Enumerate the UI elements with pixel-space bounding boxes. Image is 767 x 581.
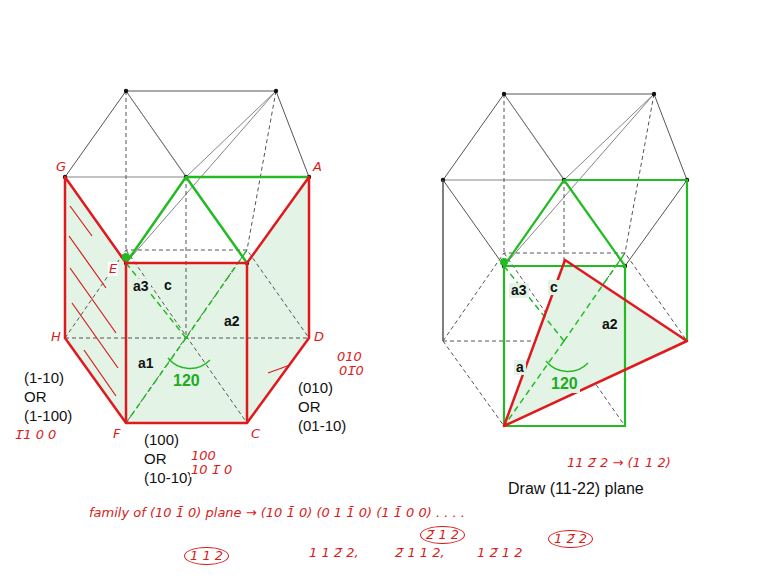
drawing-part	[443, 341, 504, 426]
handwritten-note: 1 1 2̄ 2,	[308, 546, 360, 560]
plane-label: OR	[298, 399, 321, 416]
handwritten-note: 10 1̄ 0	[190, 463, 233, 477]
handwritten-note: 010	[336, 350, 363, 364]
drawing-part	[504, 260, 687, 426]
drawing-part	[504, 260, 687, 426]
plane-label: (10-10)	[144, 470, 192, 487]
drawing-part	[441, 92, 689, 426]
circled-note: 1 2̄ 2	[548, 530, 593, 548]
plane-label: OR	[144, 451, 167, 468]
handwritten-note: 2̄ 1 1 2,	[394, 546, 446, 560]
drawing-part	[65, 177, 309, 423]
drawing-part	[126, 177, 309, 263]
handwritten-note: D	[313, 330, 325, 344]
handwritten-note: 1̄1 0 0	[14, 428, 57, 442]
drawing-part	[504, 180, 687, 426]
axis-label: a3	[509, 283, 529, 298]
plane-label: (01-10)	[298, 418, 346, 435]
drawing-part	[500, 258, 508, 266]
drawing-part	[126, 263, 247, 423]
handwritten-note: E	[108, 262, 118, 276]
drawing-part	[65, 177, 126, 423]
axis-label: a	[514, 360, 526, 375]
plane-label: OR	[24, 389, 47, 406]
drawing-part	[63, 89, 311, 423]
plane-label: (1-100)	[24, 408, 72, 425]
drawing-part	[504, 253, 625, 426]
handwritten-note: F	[112, 427, 121, 441]
axis-label: a2	[600, 317, 620, 332]
handwritten-note: 01̄0	[338, 364, 365, 378]
drawing-part	[126, 250, 247, 423]
circled-note: 1 1 2	[184, 547, 229, 565]
axis-label: a2	[222, 314, 242, 329]
handwritten-note: A	[312, 160, 323, 174]
plane-label: (010)	[298, 380, 333, 397]
handwritten-note: 11 2̄ 2 → (1 1 2)	[566, 456, 672, 470]
instruction-text: Draw (11-22) plane	[508, 480, 644, 498]
angle-label: 120	[171, 372, 202, 390]
axis-label: c	[162, 278, 174, 293]
drawing-part	[442, 180, 444, 341]
angle-label: 120	[549, 375, 580, 393]
drawing-part	[268, 365, 290, 373]
handwritten-note: 1 2̄ 1 2	[476, 546, 523, 560]
handwritten-note: G	[55, 160, 67, 174]
right-prism	[441, 92, 689, 426]
left-prism	[63, 89, 311, 423]
handwritten-note: C	[250, 427, 261, 441]
drawing-part	[168, 358, 210, 369]
handwritten-note: family of (10 1̄ 0) plane → (10 1̄ 0) (0…	[88, 506, 466, 520]
axis-label: a3	[131, 279, 151, 294]
circled-note: 2̄ 1 2	[420, 526, 465, 544]
handwritten-note: H	[50, 330, 62, 344]
plane-label: (1-10)	[24, 370, 64, 387]
drawing-part	[122, 253, 130, 261]
drawing-part	[69, 206, 118, 396]
axis-label: a1	[136, 356, 156, 371]
drawing-part	[546, 361, 588, 372]
axis-label: c	[548, 280, 560, 295]
handwritten-note: 100	[190, 449, 217, 463]
plane-label: (100)	[144, 432, 179, 449]
